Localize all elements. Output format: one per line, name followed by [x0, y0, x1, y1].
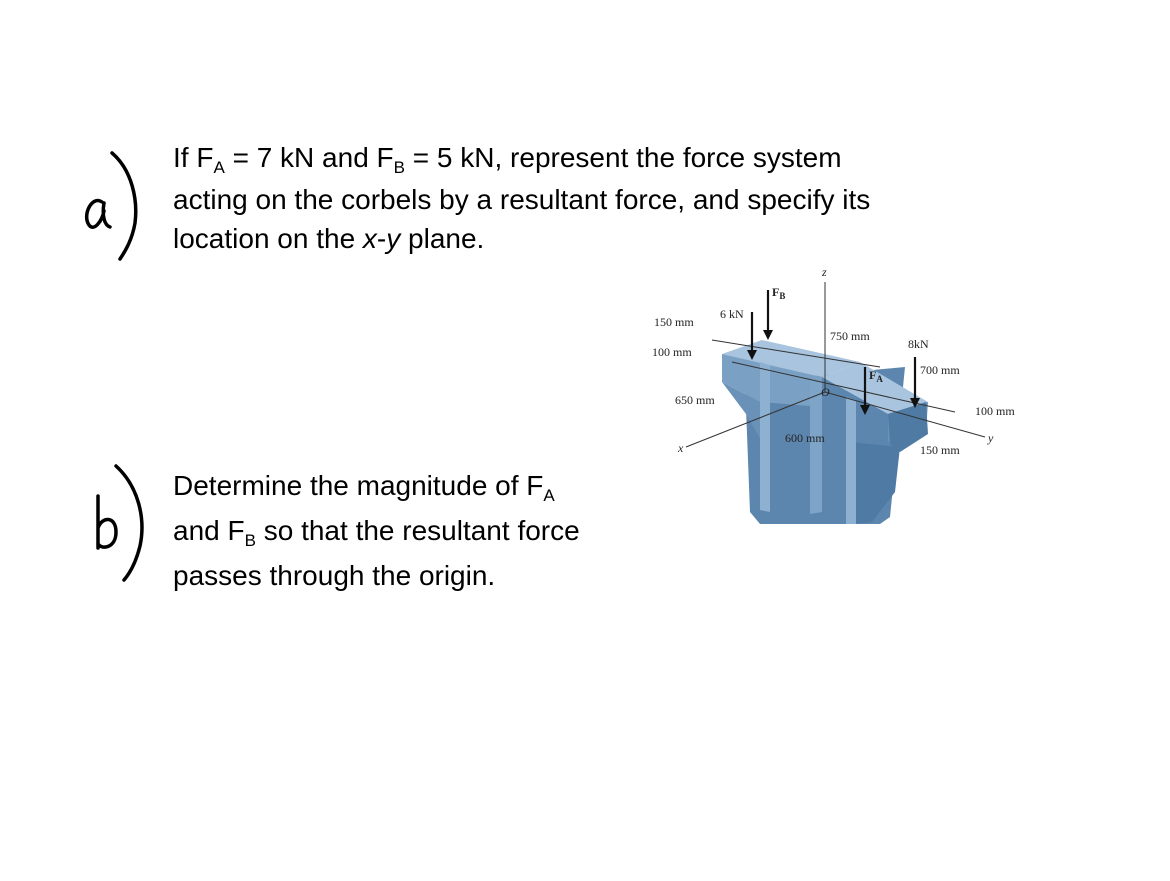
plate-left	[760, 362, 770, 512]
arrow-heads	[747, 330, 920, 415]
part-b-line-1: Determine the magnitude of FA	[173, 470, 555, 505]
handwritten-b-marker	[96, 464, 144, 582]
z-axis-label: z	[821, 265, 827, 279]
corbel-left-bracket	[722, 382, 762, 442]
dim-150mm-left: 150 mm	[654, 315, 694, 329]
corbel-figure: z x y O 6 kN 8kN FB FA 150 mm 100 mm 650…	[652, 265, 1015, 524]
corbel-right-bracket	[850, 442, 900, 524]
force-8kn-label: 8kN	[908, 337, 929, 351]
part-b-line-3: passes through the origin.	[173, 560, 496, 591]
dim-700mm: 700 mm	[920, 363, 960, 377]
part-a-line-2: acting on the corbels by a resultant for…	[173, 184, 871, 215]
origin-label: O	[821, 385, 830, 399]
dim-100mm-right: 100 mm	[975, 404, 1015, 418]
corbel-right-end	[888, 402, 928, 452]
y-axis-label: y	[987, 431, 994, 445]
corbel-left-front	[722, 354, 822, 407]
force-6kn-label: 6 kN	[720, 307, 744, 321]
force-fa-label: FA	[869, 368, 883, 384]
dim-100mm-left: 100 mm	[652, 345, 692, 359]
dim-650mm: 650 mm	[675, 393, 715, 407]
handwritten-a-marker	[84, 151, 138, 261]
part-a-line-1: If FA = 7 kN and FB = 5 kN, represent th…	[173, 142, 842, 177]
problem-part-b: Determine the magnitude of FA and FB so …	[173, 463, 673, 598]
problem-part-a: If FA = 7 kN and FB = 5 kN, represent th…	[173, 137, 1003, 260]
force-arrows	[750, 290, 917, 409]
dim-750mm: 750 mm	[830, 329, 870, 343]
part-a-line-3: location on the x-y plane.	[173, 223, 485, 254]
dim-150mm-right: 150 mm	[920, 443, 960, 457]
force-fb-label: FB	[772, 285, 785, 301]
dim-600mm: 600 mm	[785, 431, 825, 445]
x-axis-label: x	[677, 441, 684, 455]
corbel-right-top	[822, 362, 928, 414]
center-strip	[810, 380, 822, 514]
part-b-line-2: and FB so that the resultant force	[173, 515, 580, 550]
plate-right	[846, 397, 856, 524]
axes	[685, 282, 986, 448]
